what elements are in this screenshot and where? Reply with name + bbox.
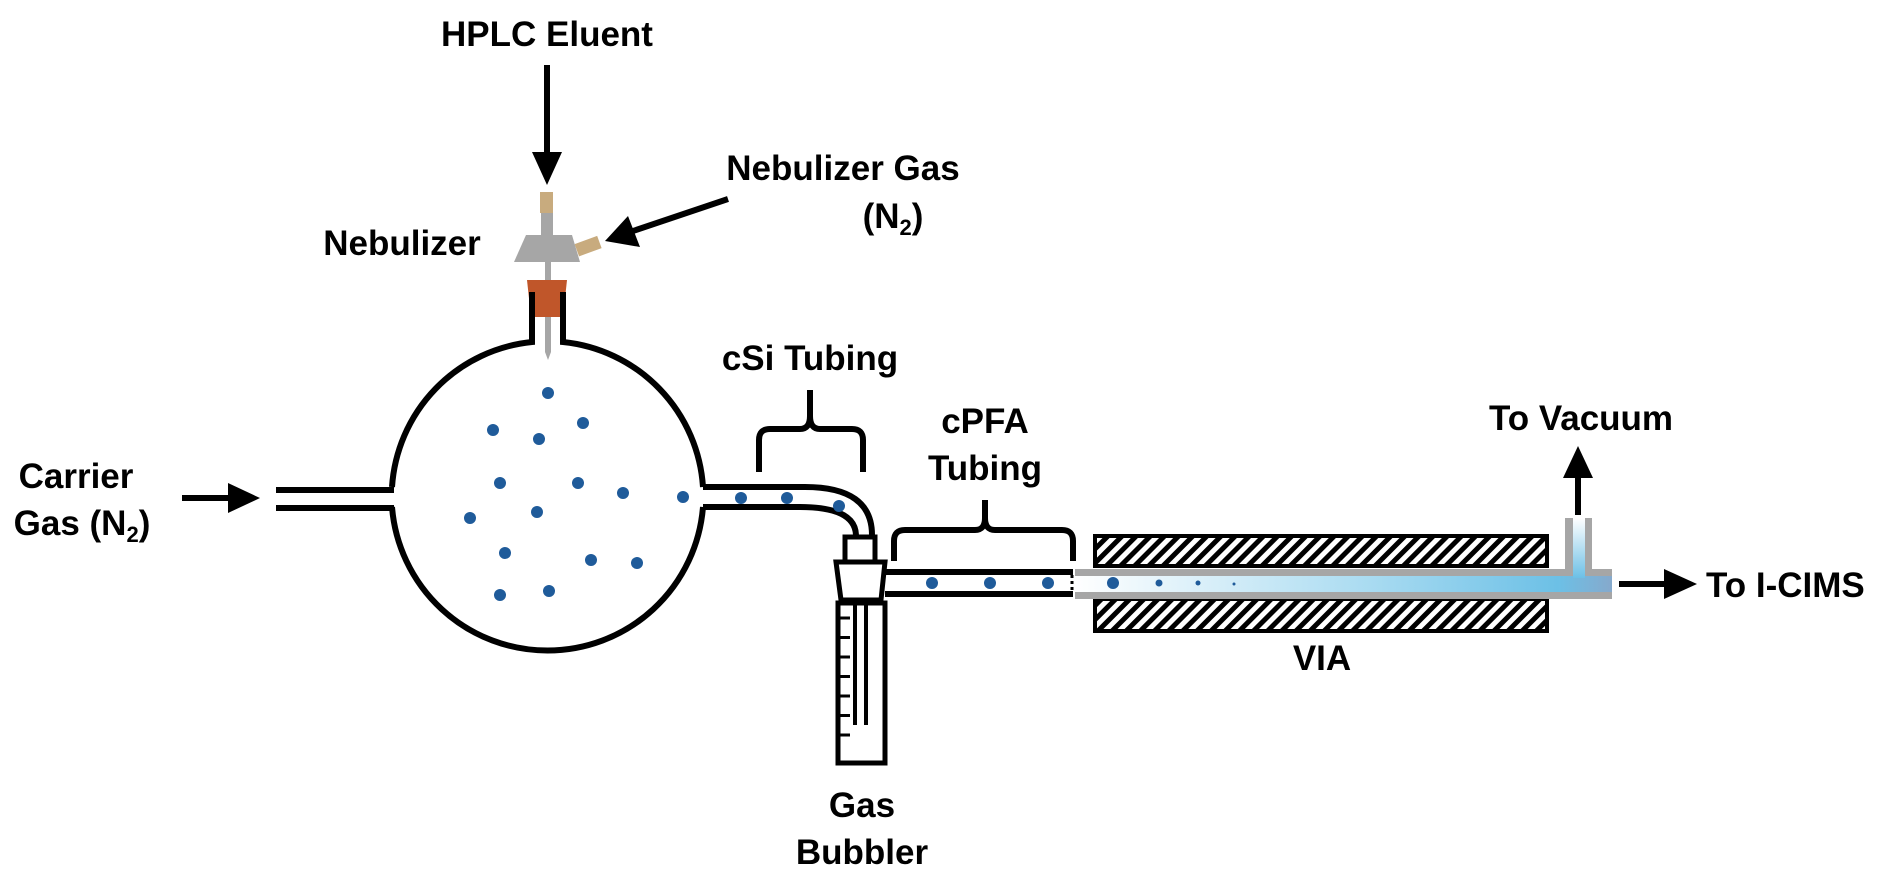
gas-label: Gas <box>829 786 895 825</box>
cpfa-droplets <box>926 577 1054 589</box>
to-vacuum-arrow <box>1563 446 1593 515</box>
eluent-fitting <box>540 192 553 213</box>
hplc-eluent-label: HPLC Eluent <box>441 15 653 54</box>
via-block-bottom <box>1093 597 1549 633</box>
to-vacuum-label: To Vacuum <box>1489 399 1673 438</box>
cpfa-tubing-label: Tubing <box>928 449 1042 488</box>
droplet <box>543 585 555 597</box>
droplet <box>542 387 554 399</box>
gas-fitting <box>574 235 602 257</box>
to-icims-arrow <box>1619 569 1697 599</box>
nebulizer <box>514 192 602 360</box>
carrier-gas-label: Carrier <box>19 457 134 496</box>
via-label: VIA <box>1293 639 1351 678</box>
carrier-gas-n2-label: Gas (N2) <box>14 504 151 547</box>
gas-bubbler <box>833 534 888 766</box>
cpfa-brace <box>891 500 1076 561</box>
stopper <box>527 280 567 317</box>
to-icims-label: To I-CIMS <box>1706 566 1865 605</box>
nebulizer-gas-n2-label: (N2) <box>863 197 924 240</box>
via-block-top <box>1093 534 1549 568</box>
droplet <box>533 433 545 445</box>
csi-tubing <box>703 484 875 536</box>
carrier-inlet-tube <box>276 487 394 511</box>
nebulizer-label: Nebulizer <box>323 224 481 263</box>
droplet <box>494 589 506 601</box>
via-droplets <box>1107 577 1236 589</box>
droplet <box>487 424 499 436</box>
cpfa-label: cPFA <box>941 402 1029 441</box>
droplet <box>499 547 511 559</box>
hplc-eluent-arrow <box>532 65 562 185</box>
bubbler-label: Bubbler <box>796 833 929 872</box>
droplet <box>631 557 643 569</box>
csi-droplets <box>735 492 845 512</box>
droplet <box>577 417 589 429</box>
droplet <box>531 506 543 518</box>
carrier-gas-arrow <box>182 483 260 513</box>
csi-tubing-label: cSi Tubing <box>722 339 898 378</box>
nebulizer-gas-arrow <box>605 196 729 247</box>
droplet <box>617 487 629 499</box>
droplet <box>464 512 476 524</box>
csi-brace <box>756 390 866 472</box>
nebulizer-gas-label: Nebulizer Gas <box>726 149 959 188</box>
cpfa-tubing <box>885 569 1074 597</box>
spray-chamber <box>389 292 706 654</box>
chamber-droplets <box>464 387 689 601</box>
droplet <box>494 477 506 489</box>
droplet <box>572 477 584 489</box>
via-tube <box>1075 518 1612 599</box>
droplet <box>585 554 597 566</box>
droplet <box>677 491 689 503</box>
